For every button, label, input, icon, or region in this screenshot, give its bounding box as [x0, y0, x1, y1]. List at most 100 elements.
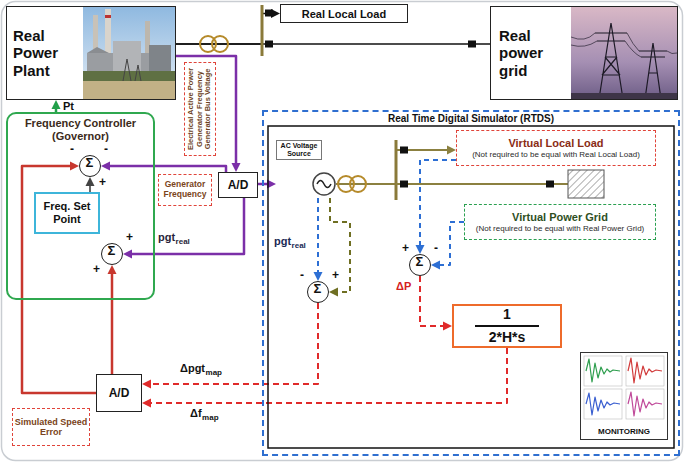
sign-mark: +: [93, 263, 100, 275]
breaker-symbol: [265, 10, 273, 17]
graphic-part: [571, 93, 677, 99]
connector-line: [420, 160, 456, 248]
arrow-head: [232, 163, 241, 172]
signal-name: pgt: [274, 235, 291, 247]
load-box: Real Local Load: [280, 4, 408, 23]
node-label: (Not required to be equal with Real Loca…: [472, 150, 640, 160]
connector: [86, 177, 95, 192]
graphic-part: [626, 356, 664, 386]
arrow-head: [142, 380, 151, 389]
signal-subscript: map: [206, 369, 222, 378]
node-label: MONITORING: [598, 427, 650, 436]
waveform-plots: [581, 353, 667, 421]
arrow-head: [329, 288, 338, 297]
signal-name: Δf: [190, 407, 202, 419]
signal-name: Δpgt: [180, 362, 205, 374]
arrow-head: [70, 162, 79, 171]
graphic-part: [83, 7, 175, 99]
node-label: Frequency Controller (Governor): [12, 117, 149, 143]
node-label: Virtual Local Load: [508, 137, 603, 150]
connector-line: [420, 276, 446, 326]
power-grid-box: Real power grid: [490, 6, 678, 100]
sum-symbol: Σ: [307, 281, 329, 303]
graphic-part: [626, 389, 664, 419]
transmission-tower-picture: [571, 7, 677, 99]
arrow-head: [443, 322, 452, 331]
connector: [314, 198, 323, 281]
node-label: Simulated Speed Error: [14, 417, 88, 438]
arrow-head: [108, 265, 117, 274]
graphic-part: [595, 23, 627, 99]
graphic-part: [595, 23, 667, 99]
source-label: AC Voltage Source: [276, 140, 322, 160]
node-title: Real power grid: [499, 27, 567, 79]
text-area: Real Power Plant: [13, 7, 79, 99]
sign-mark: -: [104, 143, 108, 155]
summing-junction: -Σ+: [307, 281, 329, 303]
sign-mark: +: [126, 231, 133, 243]
graphic-part: [105, 15, 111, 18]
graphic-part: [571, 7, 677, 99]
signal-name: ΔP: [396, 280, 411, 292]
graphic-part: [628, 392, 662, 416]
graphic-part: [123, 59, 141, 81]
fraction-bar: [475, 325, 539, 327]
connector-line: [148, 348, 507, 403]
signal-subscript: real: [176, 238, 190, 247]
signal-subscript: map: [202, 414, 218, 423]
connector-line: [111, 271, 114, 374]
arrow-head: [101, 162, 110, 171]
transfer-function-box: 12*H*s: [452, 304, 562, 348]
real-busbar: [261, 5, 264, 56]
signal-label-box: Simulated Speed Error: [12, 408, 90, 446]
transformer-coil: [350, 176, 366, 192]
sum-symbol: Σ: [409, 254, 431, 276]
node-label: Virtual Power Grid: [512, 211, 608, 224]
sign-mark: -: [300, 269, 304, 281]
connector: [108, 265, 117, 374]
node-label: Generator Frequency: [160, 180, 210, 200]
connector: [329, 198, 350, 297]
grid-equivalent-symbol: [568, 170, 604, 198]
connector-line: [437, 222, 464, 265]
graphic-part: [571, 33, 677, 57]
graphic-part: [268, 126, 674, 448]
power-plant-box: Real Power Plant: [6, 6, 176, 100]
virtual-grid-box: Virtual Power Grid(Not required to be eq…: [464, 204, 656, 240]
connector: [123, 198, 244, 259]
node-label: (Not required to be equal with Real Powe…: [476, 224, 645, 234]
arrow-head: [314, 272, 323, 281]
connector-line: [176, 56, 236, 166]
set-point-box: Freq. Set Point: [34, 192, 100, 234]
virtual-load-box: Virtual Local Load(Not required to be eq…: [456, 130, 656, 166]
connector-line: [148, 303, 318, 384]
monitoring-panel: MONITORING: [580, 352, 668, 440]
arrow-head: [447, 146, 456, 155]
text-area: Real power grid: [499, 7, 567, 99]
graphic-part: [586, 393, 620, 415]
rotated-text-frame: Electrical Active Power Generator Freque…: [187, 65, 213, 151]
graphic-part: [149, 45, 171, 71]
sign-mark: -: [70, 143, 74, 155]
governor-group: Frequency Controller (Governor) Freq. Set…: [6, 112, 155, 300]
graphic-part: [83, 81, 175, 99]
power-plant-picture: [83, 7, 175, 99]
graphic-part: [113, 41, 141, 71]
graphic-part: [313, 173, 335, 195]
connector-line: [129, 198, 244, 254]
node-label: Freq. Set Point: [38, 200, 96, 226]
arrow-head: [123, 250, 132, 259]
graphic-part: [584, 356, 622, 386]
graphic-part: [639, 43, 667, 99]
graphic-part: [586, 359, 620, 382]
arrow-head: [431, 261, 440, 270]
simulator-group: Real Time Digital Simulator (RTDS)AC Vol…: [262, 110, 680, 456]
node-label: 2*H*s: [489, 330, 526, 345]
connector-line: [317, 198, 319, 275]
graphic-part: [628, 358, 662, 383]
signal-name: pgt: [158, 231, 175, 243]
connector: [420, 276, 452, 331]
arrow-head: [416, 245, 425, 254]
